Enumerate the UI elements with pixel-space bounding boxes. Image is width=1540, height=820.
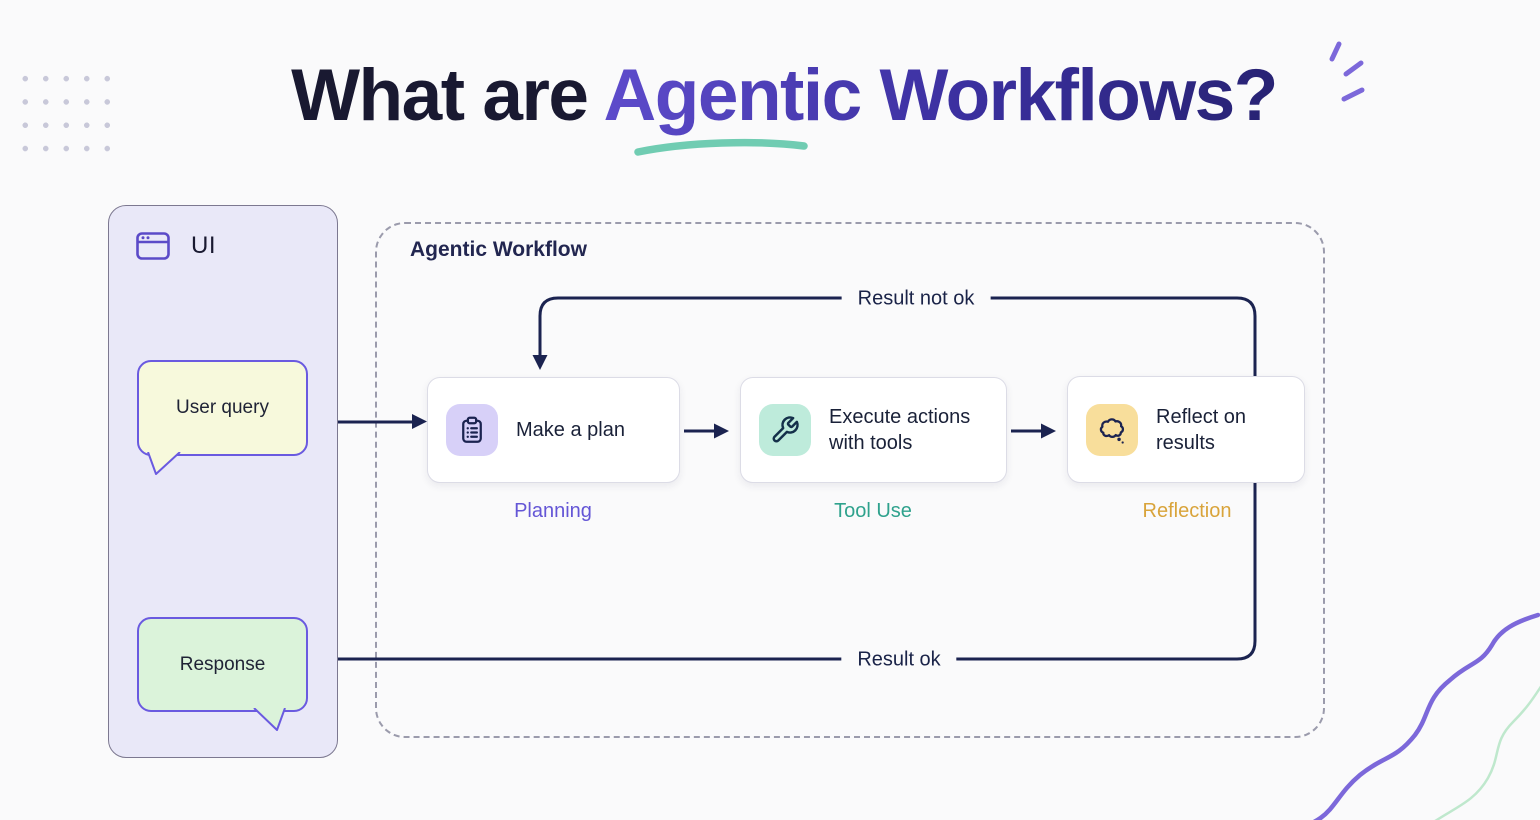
step-title: Make a plan [516,419,625,441]
mint-wave [1434,685,1540,820]
step-reflect-on-results: Reflect on results [1067,376,1305,483]
ui-panel-title: UI [191,232,216,259]
tag-planning: Planning [514,500,592,522]
user-query-bubble: User query [137,360,308,456]
wave-decoration [1312,612,1540,820]
tag-reflection: Reflection [1142,500,1232,522]
step-title: Execute actions with tools [829,406,971,454]
user-query-bubble-tail [147,452,181,475]
response-bubble: Response [137,617,308,712]
arrowhead-right [412,414,427,429]
browser-window-icon [136,232,170,260]
arrowhead-right [714,423,729,439]
sparkle-icon [1329,41,1365,102]
clipboard-list-icon [462,416,482,443]
response-bubble-tail [253,708,286,731]
tool-icon-chip [759,404,811,456]
response-label: Response [179,653,266,675]
dot-grid-decoration [12,64,112,154]
user-query-label: User query [176,397,269,418]
step-execute-actions: Execute actions with tools [740,377,1007,483]
arrowhead-down [532,355,548,370]
page-title: What are Agentic Workflows? [0,55,1540,136]
arrow-result-ok [328,430,1257,661]
ui-panel-header: UI [135,231,216,261]
arrowhead-right [1041,423,1056,439]
tag-tool-use: Tool Use [834,500,912,522]
edge-label-result-not-ok: Result not ok [841,285,991,313]
plan-icon-chip [446,404,498,456]
agentic-workflow-label: Agentic Workflow [410,238,587,261]
page-title-highlight: Agentic Workflows? [603,55,1279,136]
step-make-a-plan: Make a plan [427,377,680,483]
wrench-icon [772,416,799,443]
edge-label-result-ok: Result ok [841,646,957,674]
step-title: Reflect on results [1156,405,1247,454]
purple-wave [1312,612,1540,820]
teal-underline-swoosh [634,138,808,156]
thought-bubble-icon [1099,417,1125,444]
page-title-prefix: What are [291,55,604,136]
agentic-workflow-container [375,222,1325,738]
reflect-icon-chip [1086,403,1138,456]
